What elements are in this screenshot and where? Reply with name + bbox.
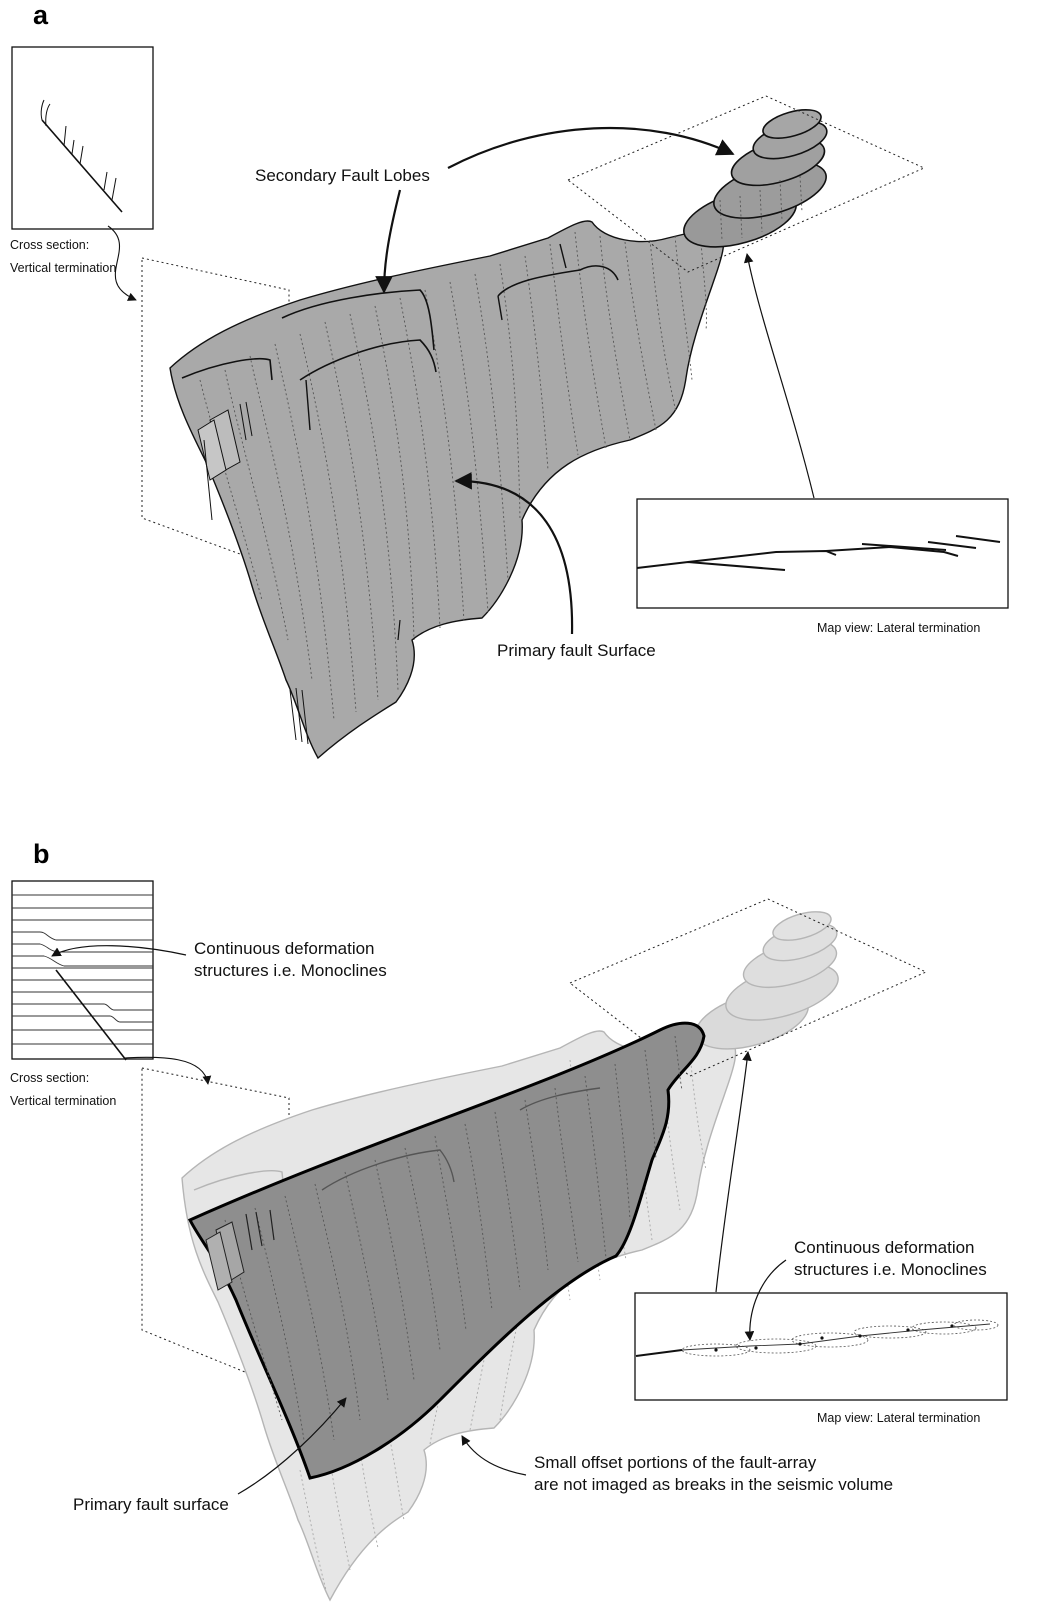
- lateral-lobes-a: [677, 104, 832, 258]
- panel-a-letter: a: [33, 0, 49, 30]
- panel-a: a Cross section: Vertical termination: [10, 0, 1008, 758]
- map-view-inset-a: [637, 499, 1008, 608]
- cross-section-inset-a: [12, 47, 153, 229]
- lobes-arrow-right: [448, 128, 733, 168]
- cross-section-inset-b: [12, 881, 153, 1060]
- cross-section-label-b-line2: Vertical termination: [10, 1094, 116, 1108]
- cross-section-label-a-line1: Cross section:: [10, 238, 89, 252]
- small-offset-label-line2: are not imaged as breaks in the seismic …: [534, 1475, 893, 1494]
- small-offset-label-line1: Small offset portions of the fault-array: [534, 1453, 817, 1472]
- map-view-label-b: Map view: Lateral termination: [817, 1411, 980, 1425]
- map-continuous-label-line1: Continuous deformation: [794, 1238, 975, 1257]
- panel-b: b Cross section: Vertical termination Co…: [10, 839, 1007, 1600]
- panel-b-letter: b: [33, 839, 50, 869]
- map-view-arrow-a: [747, 254, 814, 498]
- primary-fault-surface-label-a: Primary fault Surface: [497, 641, 656, 660]
- cross-section-arrow-b: [124, 1057, 208, 1084]
- faded-lateral-lobes-b: [689, 906, 844, 1060]
- primary-fault-surface-label-b: Primary fault surface: [73, 1495, 229, 1514]
- secondary-fault-lobes-label: Secondary Fault Lobes: [255, 166, 430, 185]
- map-view-label-a: Map view: Lateral termination: [817, 621, 980, 635]
- fault-body-a: [170, 221, 724, 758]
- continuous-label-b-line2: structures i.e. Monoclines: [194, 961, 387, 980]
- small-offset-arrow: [462, 1436, 526, 1475]
- cross-section-label-b-line1: Cross section:: [10, 1071, 89, 1085]
- map-continuous-label-line2: structures i.e. Monoclines: [794, 1260, 987, 1279]
- map-view-inset-b: [635, 1293, 1007, 1400]
- continuous-label-b-line1: Continuous deformation: [194, 939, 375, 958]
- cross-section-label-a-line2: Vertical termination: [10, 261, 116, 275]
